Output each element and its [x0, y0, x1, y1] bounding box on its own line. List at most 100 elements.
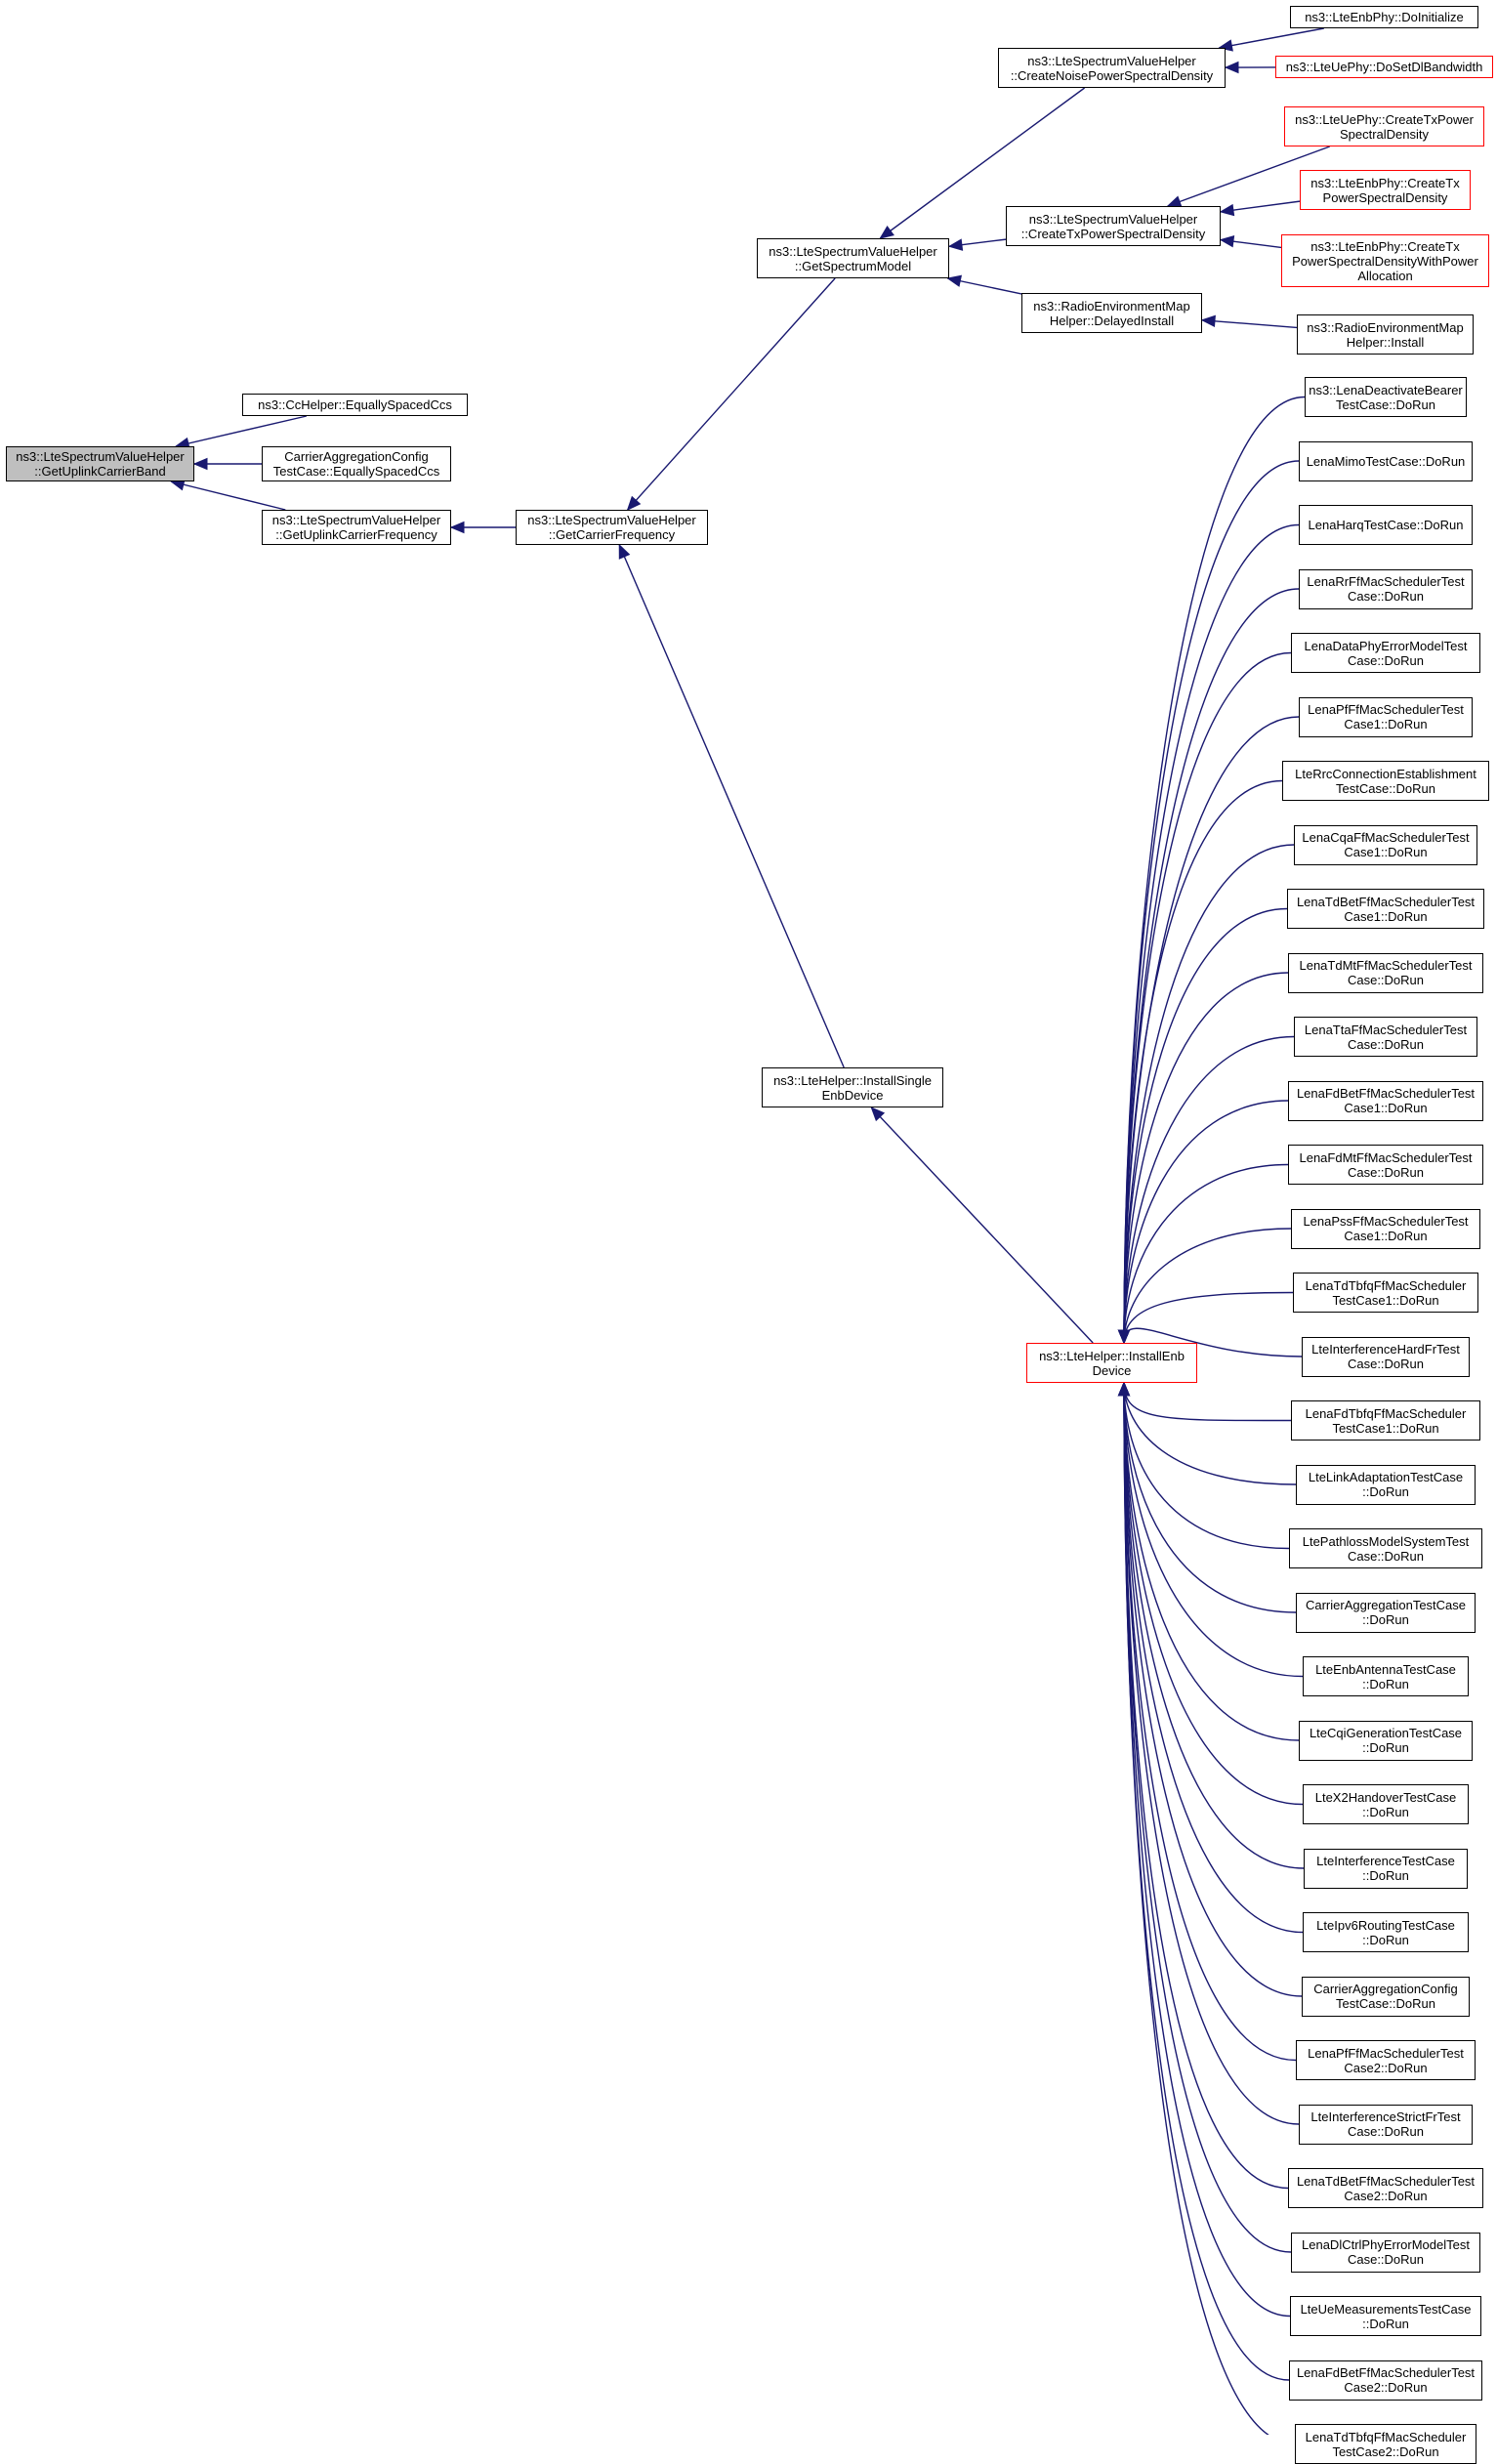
- node-label-line: LenaTdTbfqFfMacScheduler: [1306, 2430, 1467, 2444]
- node-label-line: LteCqiGenerationTestCase: [1310, 1726, 1462, 1740]
- edge-install-single-enb-to-get-carrier-freq: [619, 545, 844, 1067]
- node-label-line: Case::DoRun: [1348, 1357, 1424, 1371]
- node-t22[interactable]: LteCqiGenerationTestCase::DoRun: [1299, 1721, 1473, 1761]
- edge-t30-to-install-enb-device: [1124, 1383, 1291, 2252]
- node-get-spectrum-model[interactable]: ns3::LteSpectrumValueHelper::GetSpectrum…: [757, 238, 949, 278]
- node-label-line: Case1::DoRun: [1344, 717, 1427, 731]
- edge-t18-to-install-enb-device: [1124, 1383, 1296, 1484]
- node-t23[interactable]: LteX2HandoverTestCase::DoRun: [1303, 1784, 1469, 1824]
- edge-t19-to-install-enb-device: [1124, 1383, 1289, 1549]
- node-uephy-dosetdl[interactable]: ns3::LteUePhy::DoSetDlBandwidth: [1275, 56, 1493, 78]
- node-label-line: ns3::LteHelper::InstallEnb: [1039, 1349, 1185, 1363]
- node-label-line: Case::DoRun: [1348, 589, 1424, 604]
- node-t24[interactable]: LteInterferenceTestCase::DoRun: [1304, 1849, 1468, 1889]
- node-label-line: SpectralDensity: [1340, 127, 1429, 142]
- edge-t21-to-install-enb-device: [1124, 1383, 1303, 1677]
- edge-t24-to-install-enb-device: [1124, 1383, 1304, 1868]
- edge-t10-to-install-enb-device: [1124, 973, 1288, 1343]
- node-create-noise[interactable]: ns3::LteSpectrumValueHelper::CreateNoise…: [998, 48, 1226, 88]
- node-label-line: PowerSpectralDensityWithPower: [1292, 254, 1478, 269]
- node-label-line: ::GetUplinkCarrierBand: [34, 464, 165, 479]
- node-label-line: ::DoRun: [1362, 1933, 1409, 1947]
- node-enbphy-doinit[interactable]: ns3::LteEnbPhy::DoInitialize: [1290, 6, 1478, 28]
- arrowhead: [880, 227, 894, 238]
- node-label-line: ns3::LteSpectrumValueHelper: [16, 449, 184, 464]
- arrowhead: [619, 545, 629, 559]
- node-label-line: TestCase1::DoRun: [1332, 1421, 1438, 1436]
- edge-t25-to-install-enb-device: [1124, 1383, 1303, 1933]
- node-t21[interactable]: LteEnbAntennaTestCase::DoRun: [1303, 1656, 1469, 1696]
- node-cchelper-equally[interactable]: ns3::CcHelper::EquallySpacedCcs: [242, 394, 468, 416]
- node-label-line: Case2::DoRun: [1344, 2189, 1427, 2203]
- node-label-line: CarrierAggregationConfig: [1313, 1982, 1457, 1996]
- node-label-line: LteLinkAdaptationTestCase: [1309, 1470, 1463, 1484]
- node-label-line: LenaPfFfMacSchedulerTest: [1308, 2046, 1464, 2061]
- edge-t11-to-install-enb-device: [1124, 1037, 1294, 1344]
- node-label-line: Case::DoRun: [1348, 2252, 1424, 2267]
- node-label-line: LteIpv6RoutingTestCase: [1316, 1918, 1455, 1933]
- node-root: ns3::LteSpectrumValueHelper::GetUplinkCa…: [6, 446, 194, 481]
- node-label-line: ns3::CcHelper::EquallySpacedCcs: [258, 397, 452, 412]
- node-label-line: LenaFdTbfqFfMacScheduler: [1306, 1406, 1467, 1421]
- node-t31[interactable]: LteUeMeasurementsTestCase::DoRun: [1290, 2296, 1481, 2336]
- node-get-carrier-freq[interactable]: ns3::LteSpectrumValueHelper::GetCarrierF…: [516, 510, 708, 545]
- node-label-line: ::DoRun: [1362, 1740, 1409, 1755]
- node-t20[interactable]: CarrierAggregationTestCase::DoRun: [1296, 1593, 1476, 1633]
- node-label-line: LenaTtaFfMacSchedulerTest: [1305, 1023, 1467, 1037]
- node-label-line: Device: [1093, 1363, 1132, 1378]
- node-label-line: TestCase::EquallySpacedCcs: [273, 464, 440, 479]
- node-t25[interactable]: LteIpv6RoutingTestCase::DoRun: [1303, 1912, 1469, 1952]
- node-create-tx[interactable]: ns3::LteSpectrumValueHelper::CreateTxPow…: [1006, 206, 1221, 246]
- edge-install-enb-device-to-install-single-enb: [871, 1107, 1093, 1343]
- edge-t03-to-install-enb-device: [1124, 525, 1299, 1344]
- node-label-line: CarrierAggregationConfig: [284, 449, 428, 464]
- node-get-uplink-freq[interactable]: ns3::LteSpectrumValueHelper::GetUplinkCa…: [262, 510, 451, 545]
- node-label-line: TestCase::DoRun: [1336, 781, 1435, 796]
- edge-enbphy-doinit-to-create-noise: [1219, 28, 1323, 48]
- node-t18[interactable]: LteLinkAdaptationTestCase::DoRun: [1296, 1465, 1476, 1505]
- node-t02[interactable]: LenaMimoTestCase::DoRun: [1299, 441, 1473, 481]
- edge-t08-to-install-enb-device: [1124, 845, 1294, 1343]
- node-t03[interactable]: LenaHarqTestCase::DoRun: [1299, 505, 1473, 545]
- node-label-line: ns3::LteSpectrumValueHelper: [769, 244, 936, 259]
- arrowhead: [451, 522, 464, 533]
- node-label-line: TestCase2::DoRun: [1332, 2444, 1438, 2459]
- node-label-line: ::GetUplinkCarrierFrequency: [275, 527, 437, 542]
- node-label-line: LenaPfFfMacSchedulerTest: [1308, 702, 1464, 717]
- node-label-line: CarrierAggregationTestCase: [1306, 1598, 1466, 1612]
- node-label-line: LenaDlCtrlPhyErrorModelTest: [1302, 2237, 1470, 2252]
